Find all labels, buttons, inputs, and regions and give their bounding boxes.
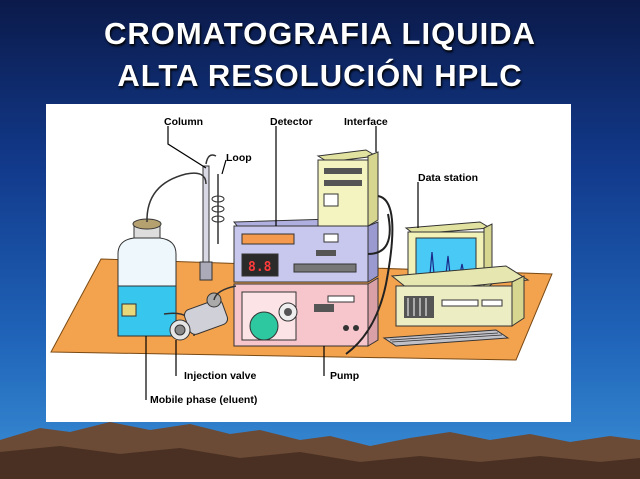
label-injection-valve: Injection valve — [184, 370, 257, 382]
hplc-diagram: 8.8 — [50, 126, 553, 400]
label-loop: Loop — [226, 152, 252, 164]
label-column: Column — [164, 116, 204, 128]
label-mobile-phase: Mobile phase (eluent) — [150, 394, 258, 406]
tubing — [213, 285, 237, 301]
label-pump: Pump — [330, 370, 360, 382]
label-leader-lines — [145, 126, 419, 400]
label-interface: Interface — [344, 116, 388, 128]
signal-cable — [367, 213, 391, 255]
slide-title-line-1: CROMATOGRAFIA LIQUIDA — [103, 16, 536, 51]
interface-box — [316, 149, 394, 355]
loop-icon — [211, 174, 225, 244]
slide-title-line-2: ALTA RESOLUCIÓN HPLC — [117, 58, 523, 93]
detector-unit: 8.8 — [232, 217, 379, 283]
svg-text:8.8: 8.8 — [248, 260, 272, 275]
eluent-bottle-icon — [117, 172, 207, 337]
pump-unit — [233, 277, 379, 347]
label-data-station: Data station — [418, 172, 479, 184]
data-station-computer — [382, 221, 530, 347]
label-detector: Detector — [270, 116, 313, 128]
column-icon — [199, 154, 217, 281]
injection-valve-icon — [169, 292, 229, 341]
hplc-diagram-panel: 8.8 — [46, 104, 571, 422]
